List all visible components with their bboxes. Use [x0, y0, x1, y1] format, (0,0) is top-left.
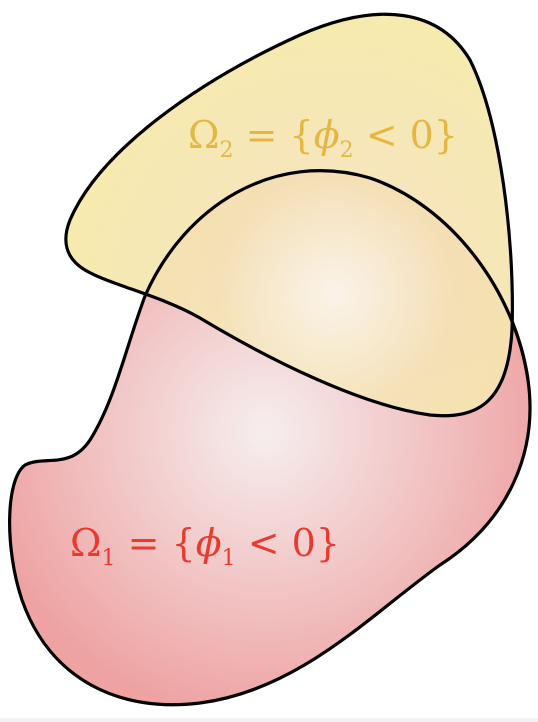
omega1-symbol: Ω — [70, 521, 102, 565]
phi2-subscript: 2 — [340, 138, 354, 163]
omega2-subscript: 2 — [220, 138, 234, 163]
phi1-symbol: ϕ — [196, 521, 222, 565]
omega1-subscript: 1 — [102, 546, 116, 571]
omega1-condition: < 0} — [236, 521, 340, 565]
omega2-equals: = { — [234, 113, 314, 157]
omega2-label: Ω2 = {ϕ2 < 0} — [188, 113, 458, 163]
phi2-symbol: ϕ — [314, 113, 340, 157]
phi1-subscript: 1 — [222, 546, 236, 571]
omega1-label: Ω1 = {ϕ1 < 0} — [70, 521, 340, 571]
omega2-region — [64, 12, 514, 418]
omega1-equals: = { — [116, 521, 196, 565]
omega2-symbol: Ω — [188, 113, 220, 157]
omega1-boundary-overlay — [143, 169, 530, 381]
omega2-condition: < 0} — [354, 113, 458, 157]
